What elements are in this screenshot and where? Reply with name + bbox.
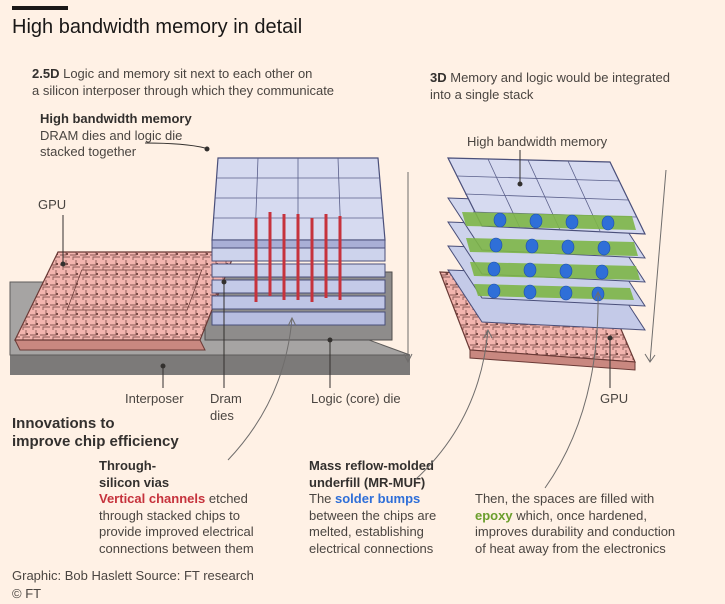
leader-lines xyxy=(60,142,613,388)
header-rule xyxy=(12,6,68,10)
page-title: High bandwidth memory in detail xyxy=(12,16,303,38)
tag-2-5d: 2.5D xyxy=(32,66,60,81)
innovations-heading-line1: Innovations to xyxy=(12,415,115,432)
solder-bumps xyxy=(487,212,615,302)
right-desc-line1: Memory and logic would be integrated xyxy=(450,70,670,85)
mrmuf-line3: melted, establishing xyxy=(309,524,424,539)
down-arrow-right xyxy=(644,169,667,363)
tsv-line4: connections between them xyxy=(99,540,254,556)
epoxy-line1: Then, the spaces are filled with xyxy=(475,491,655,506)
logic-die-label: Logic (core) die xyxy=(311,391,401,406)
footer-credit: Graphic: Bob Haslett Source: FT research xyxy=(12,568,254,583)
left-desc-line2: a silicon interposer through which they … xyxy=(32,82,335,98)
mrmuf-line2: between the chips are xyxy=(309,507,437,523)
innovations-heading-line2: improve chip efficiency xyxy=(12,433,179,450)
hbm-label-right: High bandwidth memory xyxy=(467,134,608,149)
hbm-callout-line1: DRAM dies and logic die xyxy=(40,127,183,143)
gpu-label-right: GPU xyxy=(600,391,629,406)
tsv-line3: provide improved electrical xyxy=(99,524,254,539)
callout-arrows xyxy=(227,290,603,489)
right-desc-line2: into a single stack xyxy=(430,86,534,102)
mrmuf-line1-pre: The xyxy=(309,491,336,506)
hbm-callout: High bandwidth memory DRAM dies and logi… xyxy=(40,111,192,161)
interposer-label: Interposer xyxy=(125,391,184,406)
left-panel-description: 2.5D Logic and memory sit next to each o… xyxy=(32,66,334,99)
tsv-callout: Through- silicon vias Vertical channels … xyxy=(99,458,254,557)
mrmuf-callout: Mass reflow-molded underfill (MR-MUF) Th… xyxy=(309,458,436,557)
mrmuf-highlight: solder bumps xyxy=(335,491,421,506)
hbm-callout-line2: stacked together xyxy=(40,144,137,159)
mrmuf-title-line2: underfill (MR-MUF) xyxy=(309,474,426,490)
tsv-line2: through stacked chips to xyxy=(99,507,240,523)
tsv-highlight: Vertical channels xyxy=(99,491,206,506)
mrmuf-title-line1: Mass reflow-molded xyxy=(309,458,434,473)
epoxy-line3: improves durability and conduction xyxy=(475,524,676,539)
footer-copyright: © FT xyxy=(12,586,42,601)
gpu-label-left: GPU xyxy=(38,197,67,212)
epoxy-callout: Then, the spaces are filled with epoxy w… xyxy=(475,491,675,557)
dram-label-line1: Dram xyxy=(210,391,242,406)
epoxy-highlight: epoxy xyxy=(475,507,513,523)
through-silicon-vias xyxy=(254,212,342,302)
dram-dies-label: Dram dies xyxy=(210,391,242,424)
mrmuf-line4: electrical connections xyxy=(309,540,434,556)
right-panel-description: 3D Memory and logic would be integrated … xyxy=(430,70,670,103)
left-desc-line1: Logic and memory sit next to each other … xyxy=(63,66,313,81)
gpu-chip-left xyxy=(14,251,236,351)
down-arrow xyxy=(403,172,413,364)
hbm-callout-title: High bandwidth memory xyxy=(40,111,192,126)
innovations-heading: Innovations to improve chip efficiency xyxy=(12,415,179,451)
epoxy-line4: of heat away from the electronics xyxy=(475,540,666,556)
dram-label-line2: dies xyxy=(210,407,234,423)
tsv-line1-rest: etched xyxy=(205,491,248,506)
tsv-title-line2: silicon vias xyxy=(99,474,170,490)
epoxy-line2-rest: which, once hardened, xyxy=(512,507,648,523)
tsv-title-line1: Through- xyxy=(99,458,157,473)
tag-3d: 3D xyxy=(430,70,447,85)
